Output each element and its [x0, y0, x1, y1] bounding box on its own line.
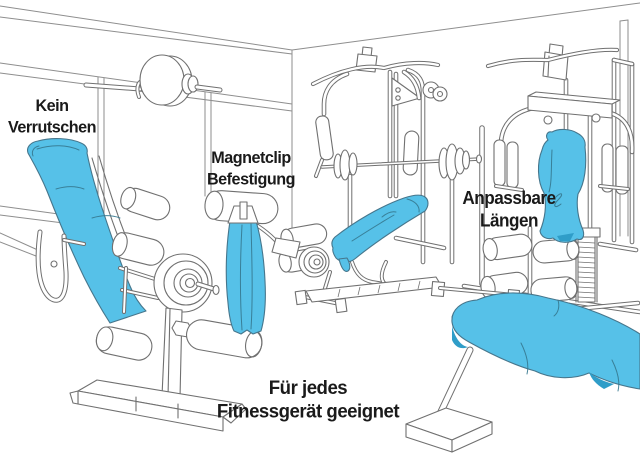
label-adjustable-lengths: Anpassbare Längen	[447, 186, 570, 231]
label-universal-fit: Für jedes Fitnessgerät geeignet	[194, 377, 421, 423]
towel-multi-gym	[537, 128, 587, 243]
label-no-slipping-line1: Kein	[35, 96, 69, 115]
label-no-slipping-line2: Verrutschen	[7, 117, 97, 137]
lat-pulldown-bar	[486, 48, 619, 68]
weight-stack-plates	[577, 241, 596, 299]
label-adjustable-lengths-line1: Anpassbare	[462, 187, 556, 208]
towel-drape	[27, 138, 147, 324]
hanging-towel	[225, 220, 266, 335]
label-adjustable-lengths-line2: Längen	[479, 210, 539, 231]
label-no-slipping: Kein Verrutschen	[0, 95, 105, 137]
u-handle	[36, 230, 68, 302]
wall-barbell	[83, 54, 223, 107]
towel-s-mark	[554, 193, 563, 208]
magnet-clip	[227, 201, 259, 224]
towel-flat-bench	[451, 292, 640, 392]
towel-incline-bench	[331, 194, 429, 272]
label-universal-fit-line2: Fitnessgerät geeignet	[216, 400, 400, 423]
bench-leg	[435, 347, 473, 421]
label-magnet-clip-line2: Befestigung	[206, 169, 296, 189]
multi-gym-machine	[461, 43, 640, 315]
label-magnet-clip-line1: Magnetclip	[211, 148, 291, 167]
pec-deck-machine	[310, 46, 483, 265]
leg-curl-machine-front	[35, 190, 301, 432]
pec-deck-top-bar	[311, 61, 440, 86]
label-magnet-clip: Magnetclip Befestigung	[195, 147, 307, 189]
label-universal-fit-line1: Für jedes	[268, 377, 348, 399]
